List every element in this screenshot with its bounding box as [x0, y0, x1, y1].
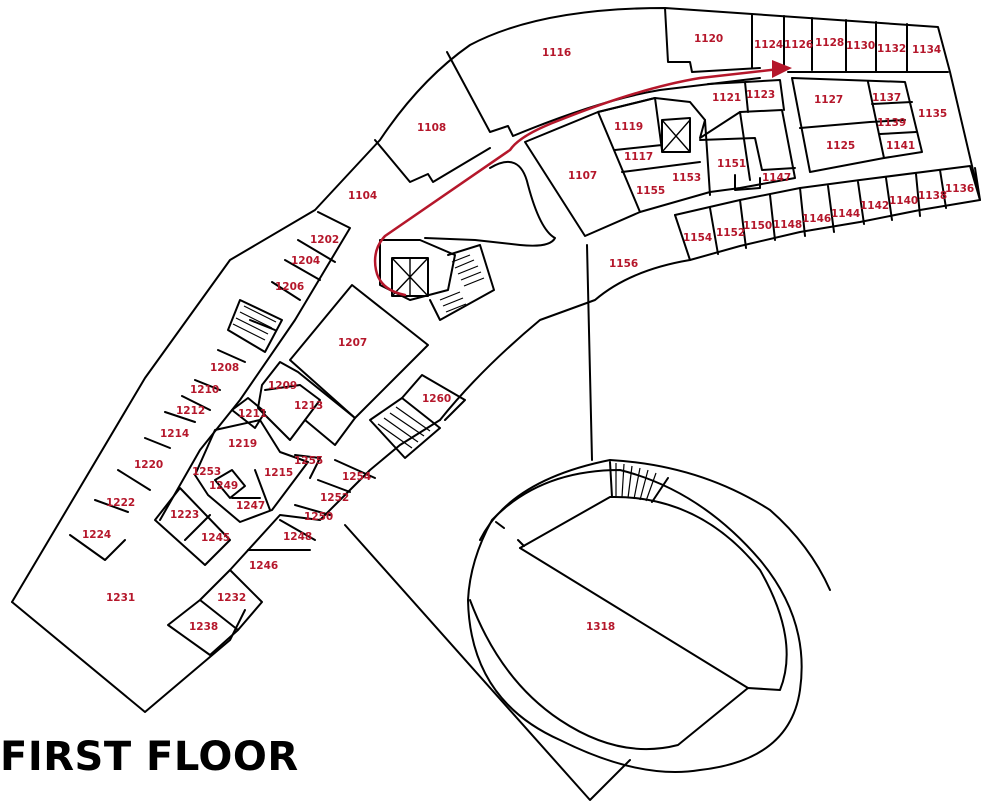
room-label-1231: 1231: [106, 592, 135, 604]
room-label-1134: 1134: [912, 44, 941, 56]
room-label-1212: 1212: [176, 405, 205, 417]
room-label-1138: 1138: [918, 190, 947, 202]
room-label-1232: 1232: [217, 592, 246, 604]
north-wing-walls: [11, 7, 981, 603]
room-label-1126: 1126: [784, 39, 813, 51]
floor-title: FIRST FLOOR: [0, 734, 299, 780]
room-label-1246: 1246: [249, 560, 278, 572]
room-label-1124: 1124: [754, 39, 783, 51]
room-labels: 1116 1120 1124 1126 1128 1130 1132 1134 …: [82, 33, 974, 633]
west-staircase: [232, 305, 277, 341]
room-label-1135: 1135: [918, 108, 947, 120]
room-label-1140: 1140: [889, 195, 918, 207]
room-label-1142: 1142: [860, 200, 889, 212]
room-label-1130: 1130: [846, 40, 875, 52]
room-label-1136: 1136: [945, 183, 974, 195]
room-label-1151: 1151: [717, 158, 746, 170]
room-label-1213: 1213: [294, 400, 323, 412]
room-label-1223: 1223: [170, 509, 199, 521]
room-label-1156: 1156: [609, 258, 638, 270]
room-label-1107: 1107: [568, 170, 597, 182]
room-label-1144: 1144: [831, 208, 860, 220]
room-label-1254: 1254: [342, 471, 371, 483]
room-label-1238: 1238: [189, 621, 218, 633]
elevator-icon: [379, 239, 456, 301]
room-label-1139: 1139: [877, 117, 906, 129]
room-label-1154: 1154: [683, 232, 712, 244]
route-path: [373, 60, 792, 297]
room-label-1120: 1120: [694, 33, 723, 45]
room-label-1116: 1116: [542, 47, 571, 59]
room-label-1137: 1137: [872, 92, 901, 104]
room-label-1253: 1253: [192, 466, 221, 478]
room-label-1247: 1247: [236, 500, 265, 512]
room-label-1250: 1250: [304, 511, 333, 523]
room-label-1119: 1119: [614, 121, 643, 133]
room-label-1209: 1209: [268, 380, 297, 392]
room-label-1206: 1206: [275, 281, 304, 293]
room-label-1215: 1215: [264, 467, 293, 479]
room-label-1222: 1222: [106, 497, 135, 509]
room-label-1245: 1245: [201, 532, 230, 544]
room-label-1214: 1214: [160, 428, 189, 440]
room-label-1219: 1219: [228, 438, 257, 450]
room-label-1260: 1260: [422, 393, 451, 405]
room-label-1318: 1318: [586, 621, 615, 633]
room-label-1210: 1210: [190, 384, 219, 396]
room-label-1202: 1202: [310, 234, 339, 246]
room-label-1141: 1141: [886, 140, 915, 152]
room-label-1153: 1153: [672, 172, 701, 184]
room-label-1125: 1125: [826, 140, 855, 152]
room-label-1252: 1252: [320, 492, 349, 504]
room-label-1255: 1255: [294, 455, 323, 467]
room-label-1220: 1220: [134, 459, 163, 471]
auditorium-stairs: [615, 463, 657, 502]
room-label-1147: 1147: [762, 172, 791, 184]
room-label-1146: 1146: [802, 213, 831, 225]
room-label-1108: 1108: [417, 122, 446, 134]
room-label-1104: 1104: [348, 190, 377, 202]
route-arrowhead: [772, 60, 792, 78]
south-staircase: [377, 406, 431, 449]
room-label-1224: 1224: [82, 529, 111, 541]
room-label-1121: 1121: [712, 92, 741, 104]
room-label-1207: 1207: [338, 337, 367, 349]
room-label-1128: 1128: [815, 37, 844, 49]
room-label-1155: 1155: [636, 185, 665, 197]
room-label-1152: 1152: [716, 227, 745, 239]
room-label-1150: 1150: [743, 220, 772, 232]
room-label-1204: 1204: [291, 255, 320, 267]
room-label-1148: 1148: [773, 219, 802, 231]
room-label-1123: 1123: [746, 89, 775, 101]
room-label-1211: 1211: [238, 408, 267, 420]
room-label-1249: 1249: [209, 480, 238, 492]
room-label-1117: 1117: [624, 151, 653, 163]
room-label-1132: 1132: [877, 43, 906, 55]
auditorium-walls: [467, 244, 831, 773]
room-label-1127: 1127: [814, 94, 843, 106]
west-wing-walls: [11, 211, 631, 801]
room-label-1208: 1208: [210, 362, 239, 374]
central-staircase: [429, 244, 495, 321]
room-label-1248: 1248: [283, 531, 312, 543]
